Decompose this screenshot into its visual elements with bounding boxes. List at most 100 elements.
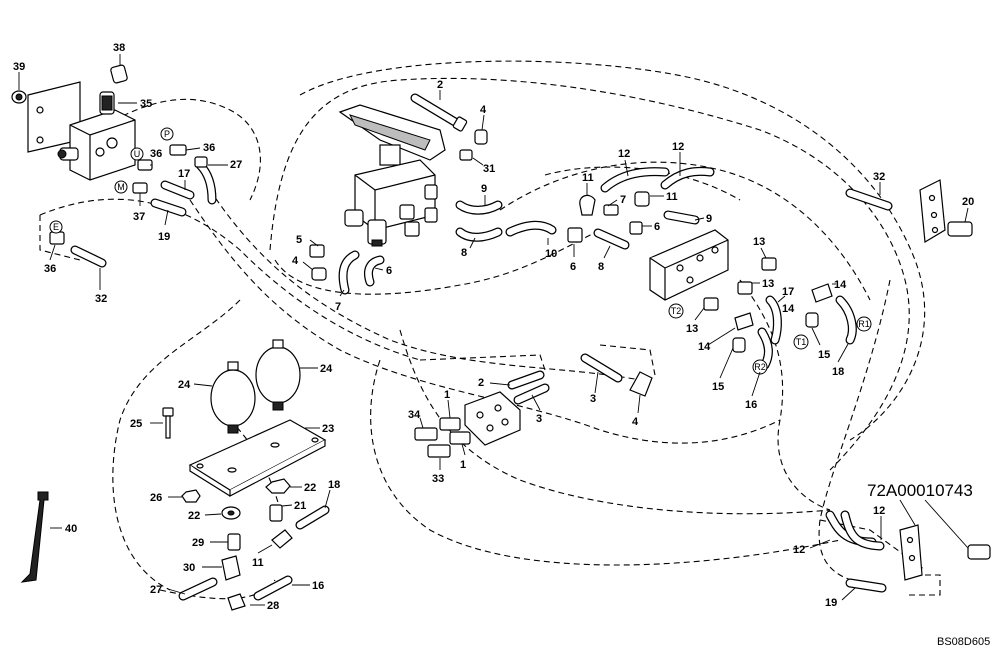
circle-label-u: U bbox=[130, 147, 144, 161]
fitting-13-a bbox=[761, 257, 777, 271]
washer-22-a bbox=[221, 506, 241, 520]
hose-18-right bbox=[835, 295, 857, 345]
manifold-center bbox=[464, 391, 521, 446]
callout-6-b: 10 bbox=[545, 248, 557, 260]
accumulator-24-left bbox=[210, 361, 256, 434]
valve-block-35 bbox=[27, 81, 136, 181]
callout-3-b: 3 bbox=[590, 393, 596, 405]
callout-38: 38 bbox=[113, 42, 125, 54]
fitting-1-b bbox=[449, 431, 471, 445]
fitting-5 bbox=[309, 244, 325, 258]
hose-32-left bbox=[70, 245, 107, 268]
fitting-29 bbox=[227, 533, 241, 551]
nut-22-b bbox=[265, 478, 291, 494]
fitting-4-bottom bbox=[629, 371, 653, 397]
hose-19-bottom bbox=[845, 578, 887, 593]
callout-11-a: 11 bbox=[582, 172, 594, 184]
callout-14-a: 14 bbox=[834, 279, 847, 291]
hose-12-top-b bbox=[660, 166, 715, 190]
fitting-1-a bbox=[439, 417, 461, 431]
fitting-21 bbox=[269, 504, 283, 522]
callout-8-b: 8 bbox=[598, 261, 604, 273]
circle-label-e: E bbox=[49, 220, 63, 234]
circle-label-m: M bbox=[114, 180, 128, 194]
callout-1-a: 1 bbox=[444, 389, 450, 401]
fitting-15-a bbox=[732, 337, 746, 353]
hose-27-top bbox=[194, 156, 217, 205]
hose-19-top bbox=[150, 198, 187, 217]
hose-7-center bbox=[338, 250, 360, 295]
circle-label-t1: T1 bbox=[793, 334, 809, 350]
callout-14-b: 14 bbox=[698, 341, 711, 353]
callout-13-c: 13 bbox=[686, 323, 698, 335]
callout-31: 31 bbox=[483, 163, 495, 175]
callout-22-a: 22 bbox=[304, 482, 316, 494]
circle-label-r1: R1 bbox=[856, 316, 872, 332]
callout-18-b: 18 bbox=[328, 479, 340, 491]
hose-6-center bbox=[363, 255, 385, 287]
svg-text:R1: R1 bbox=[858, 319, 870, 329]
callout-15-a: 15 bbox=[712, 381, 724, 393]
hose-2-top bbox=[410, 93, 468, 132]
callout-4-c: 4 bbox=[632, 416, 639, 428]
callout-16-a: 16 bbox=[745, 399, 757, 411]
callout-12-a: 12 bbox=[618, 148, 630, 160]
hose-routes bbox=[39, 60, 941, 600]
callout-25: 25 bbox=[130, 418, 142, 430]
callout-4-b: 4 bbox=[292, 255, 299, 267]
callout-11-c: 11 bbox=[252, 557, 264, 569]
callout-4-a: 4 bbox=[480, 104, 487, 116]
callout-37: 37 bbox=[133, 211, 145, 223]
callout-36-c: 36 bbox=[44, 263, 56, 275]
callout-24-a: 24 bbox=[178, 379, 191, 391]
callout-5: 5 bbox=[296, 234, 302, 246]
callout-27-b: 27 bbox=[150, 584, 162, 596]
hose-9-center bbox=[455, 200, 503, 215]
fitting-4-top bbox=[474, 129, 488, 145]
fitting-13-c bbox=[703, 297, 719, 311]
mounting-plate-23 bbox=[188, 419, 327, 497]
fitting-7-right bbox=[603, 204, 619, 216]
callout-2-b: 2 bbox=[478, 377, 484, 389]
fitting-14-b bbox=[734, 312, 754, 331]
callout-11-b: 11 bbox=[666, 191, 678, 203]
callout-36-a: 36 bbox=[203, 142, 215, 154]
circle-label-t2: T2 bbox=[668, 303, 684, 319]
callout-6-a: 6 bbox=[386, 265, 392, 277]
callout-29: 29 bbox=[192, 537, 204, 549]
callout-12-d: 12 bbox=[793, 544, 805, 556]
callout-20: 20 bbox=[962, 196, 974, 208]
fitting-10-a bbox=[567, 227, 583, 243]
callout-36-b: 36 bbox=[150, 148, 162, 160]
hose-3-bottom-b bbox=[580, 353, 623, 383]
part-number: 72A00010743 bbox=[867, 481, 973, 500]
callout-24-b: 24 bbox=[320, 363, 333, 375]
callout-32-b: 32 bbox=[873, 171, 885, 183]
callout-16-b: 16 bbox=[312, 580, 324, 592]
brake-pedal-valve bbox=[338, 104, 446, 247]
callout-2-a: 2 bbox=[437, 79, 443, 91]
fitting-14-a bbox=[811, 283, 833, 303]
fitting-31 bbox=[459, 149, 473, 161]
svg-text:R2: R2 bbox=[754, 362, 766, 372]
fitting-13-b bbox=[737, 281, 753, 295]
nut-26 bbox=[181, 489, 201, 503]
callout-8-a: 8 bbox=[461, 247, 467, 259]
callout-9-b: 9 bbox=[706, 213, 712, 225]
fitting-34 bbox=[414, 427, 438, 441]
callout-19-a: 19 bbox=[158, 231, 170, 243]
callout-23: 23 bbox=[322, 423, 334, 435]
callout-19-b: 19 bbox=[825, 597, 837, 609]
callout-21: 21 bbox=[294, 500, 306, 512]
bolt-25 bbox=[162, 407, 174, 439]
hose-9-right bbox=[663, 210, 700, 225]
hose-12-top-a bbox=[600, 167, 670, 193]
hose-27-bottom bbox=[178, 577, 218, 601]
callout-18-a: 18 bbox=[832, 366, 844, 378]
manifold-plate bbox=[649, 229, 729, 301]
circle-label-p: P bbox=[160, 127, 174, 141]
fitting-20 bbox=[947, 221, 973, 237]
cable-tie-40 bbox=[20, 491, 49, 583]
fitting-11-b bbox=[634, 191, 650, 207]
